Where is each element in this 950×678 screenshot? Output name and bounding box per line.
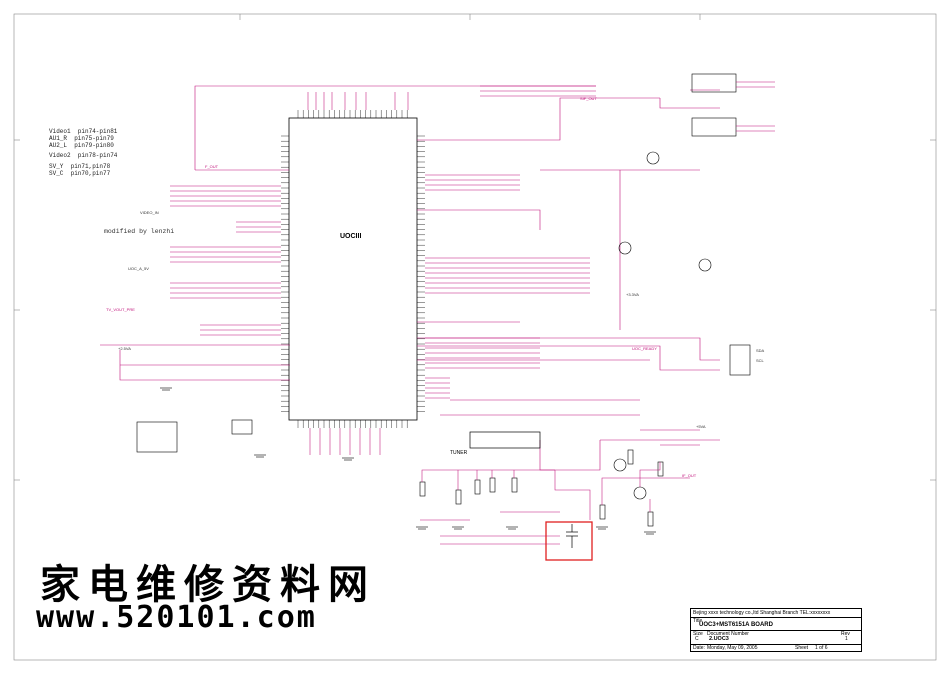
date-caption: Date: (693, 645, 705, 651)
bottom-passives (419, 449, 664, 527)
note-video2: Video2 pin78-pin74 (49, 152, 118, 159)
size-caption: Size (693, 631, 703, 637)
tuner-block (469, 431, 541, 449)
net-f-out: F_OUT (205, 164, 219, 169)
net-uoc-a-5v: UOC_A_5V (128, 266, 149, 271)
net-5va: +5VA (696, 424, 706, 429)
net-sif-out: SIF_OUT (580, 96, 597, 101)
sheet-caption: Sheet (795, 645, 809, 651)
regulator-top (691, 73, 737, 93)
transistors (613, 151, 712, 500)
bottom-wires (420, 444, 700, 521)
tuner-label: TUNER (450, 450, 468, 456)
note-au2-l: AU2_L pin79-pin80 (49, 142, 114, 149)
highlighted-capacitor-box (545, 521, 593, 561)
regulator-outputs (736, 81, 775, 132)
net-tv-vout: TV_VOUT_PRE (106, 307, 135, 312)
uociii-label: UOCIII (340, 233, 361, 240)
net-2v5: +2.5VA (118, 346, 131, 351)
bus-lines (100, 85, 720, 545)
watermark-url: www.520101.com (36, 600, 317, 635)
size-value: C (695, 636, 699, 642)
title-value: UOC3+MST6151A BOARD (699, 622, 773, 628)
watermark-chinese: 家电维修资料网 (40, 561, 376, 608)
doc-value: 2.UOC3 (709, 636, 729, 642)
rev-caption: Rev (841, 631, 850, 637)
date-value: Monday, May 09, 2005 (707, 645, 758, 651)
regulator-second (691, 117, 737, 137)
note-sv-c: SV_C pin70,pin77 (49, 170, 111, 177)
note-sv-y: SV_Y pin71,pin78 (49, 163, 111, 170)
uociii-chip (288, 117, 418, 421)
chip-pins (281, 110, 425, 428)
ground-symbols (160, 387, 656, 535)
connector-right (729, 344, 751, 376)
crystal (231, 419, 253, 435)
net-uoc-ready: UOC_READY (632, 346, 657, 351)
note-au1-r: AU1_R pin75-pin79 (49, 135, 114, 142)
net-3v3: +3.3VA (626, 292, 639, 297)
net-video-in: VIDEO_IN (140, 210, 159, 215)
sheet-border (13, 13, 937, 661)
border-ticks (14, 14, 936, 481)
doc-caption: Document Number (707, 631, 749, 637)
net-wires (170, 85, 596, 455)
note-video1: Video1 pin74-pin81 (49, 128, 118, 135)
title-block-company: Bejing xxxx technology co.,ltd Shanghai … (693, 610, 831, 616)
sheet-value: 1 of 6 (815, 645, 828, 651)
title-block: Bejing xxxx technology co.,ltd Shanghai … (690, 608, 862, 652)
net-sda: SDA (756, 348, 765, 353)
modified-by-note: modified by lenzhi (104, 228, 175, 235)
highlighted-capacitor (566, 524, 578, 548)
net-scl: SCL (756, 358, 765, 363)
title-caption: Title (693, 618, 703, 624)
eeprom-ic (136, 421, 178, 453)
net-if-out: IF_OUT (682, 473, 697, 478)
rev-value: 1 (845, 636, 848, 642)
